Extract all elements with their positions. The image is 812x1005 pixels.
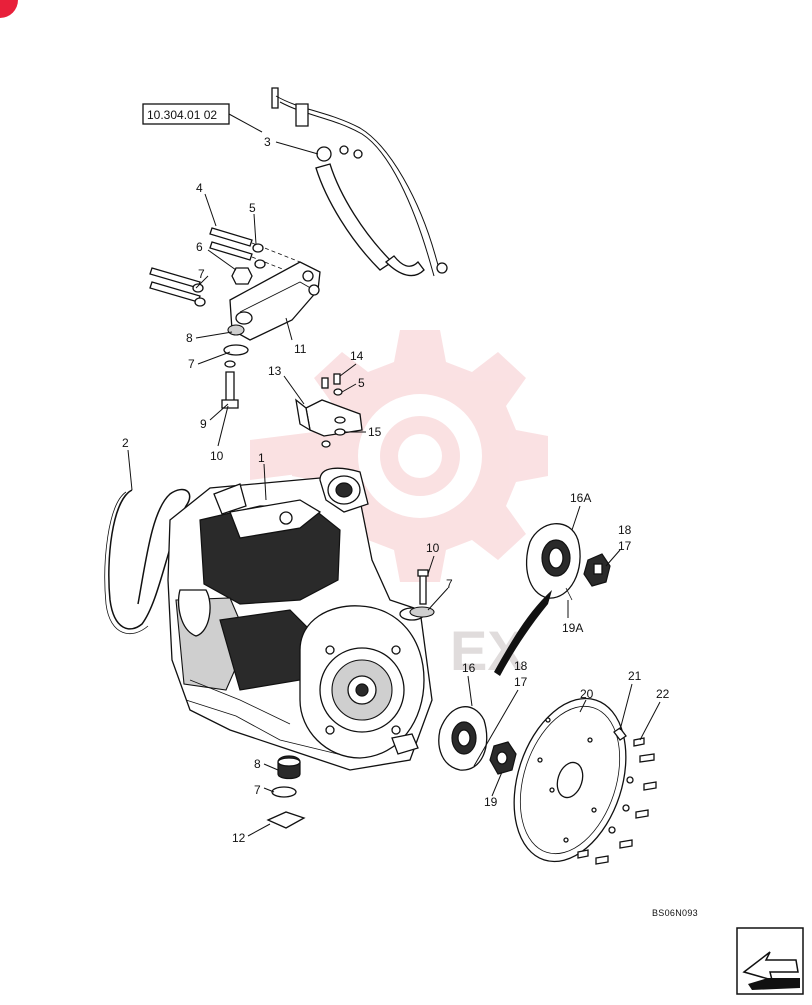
flex-plate — [513, 697, 657, 865]
label-18-upper[interactable]: 18 — [618, 523, 632, 537]
label-20[interactable]: 20 — [580, 687, 594, 701]
lower-mount — [266, 755, 306, 829]
label-16a[interactable]: 16A — [570, 491, 591, 505]
label-15[interactable]: 15 — [368, 425, 382, 439]
corner-accent — [0, 0, 18, 18]
drawing-code: BS06N093 — [652, 908, 698, 918]
label-1[interactable]: 1 — [258, 451, 265, 465]
label-16[interactable]: 16 — [462, 661, 476, 675]
label-2[interactable]: 2 — [122, 436, 129, 450]
label-4[interactable]: 4 — [196, 181, 203, 195]
part-labels: 3 4 5 6 7 8 11 7 9 10 13 14 5 15 2 1 10 … — [122, 135, 670, 845]
label-10-left[interactable]: 10 — [210, 449, 224, 463]
label-8-lower[interactable]: 8 — [254, 757, 261, 771]
label-7-upper[interactable]: 7 — [198, 267, 205, 281]
label-5-lower[interactable]: 5 — [358, 376, 365, 390]
label-7-mid[interactable]: 7 — [188, 357, 195, 371]
label-17-lower[interactable]: 17 — [514, 675, 528, 689]
label-19[interactable]: 19 — [484, 795, 498, 809]
label-19a[interactable]: 19A — [562, 621, 583, 635]
reference-box[interactable]: 10.304.01 02 — [142, 103, 230, 125]
bracket-assembly — [149, 227, 321, 409]
label-9[interactable]: 9 — [200, 417, 207, 431]
coupling-lower — [438, 706, 517, 775]
label-3[interactable]: 3 — [264, 135, 271, 149]
navigate-back-icon[interactable] — [736, 927, 804, 995]
label-8-upper[interactable]: 8 — [186, 331, 193, 345]
label-10-right[interactable]: 10 — [426, 541, 440, 555]
label-7-right[interactable]: 7 — [446, 577, 453, 591]
label-6[interactable]: 6 — [196, 240, 203, 254]
belt — [104, 488, 191, 635]
label-11[interactable]: 11 — [294, 342, 307, 356]
plate-assembly — [295, 373, 363, 448]
flow-arrow — [494, 590, 552, 676]
hose-assembly — [271, 87, 448, 277]
engine-block — [167, 467, 435, 771]
coupling-upper — [494, 523, 611, 676]
label-17-upper[interactable]: 17 — [618, 539, 632, 553]
label-18-lower[interactable]: 18 — [514, 659, 528, 673]
label-5-upper[interactable]: 5 — [249, 201, 256, 215]
reference-code: 10.304.01 02 — [147, 108, 217, 122]
label-13[interactable]: 13 — [268, 364, 282, 378]
label-21[interactable]: 21 — [628, 669, 642, 683]
label-14[interactable]: 14 — [350, 349, 364, 363]
label-7-lower[interactable]: 7 — [254, 783, 261, 797]
label-12[interactable]: 12 — [232, 831, 246, 845]
label-22[interactable]: 22 — [656, 687, 670, 701]
leader-lines — [127, 141, 661, 837]
